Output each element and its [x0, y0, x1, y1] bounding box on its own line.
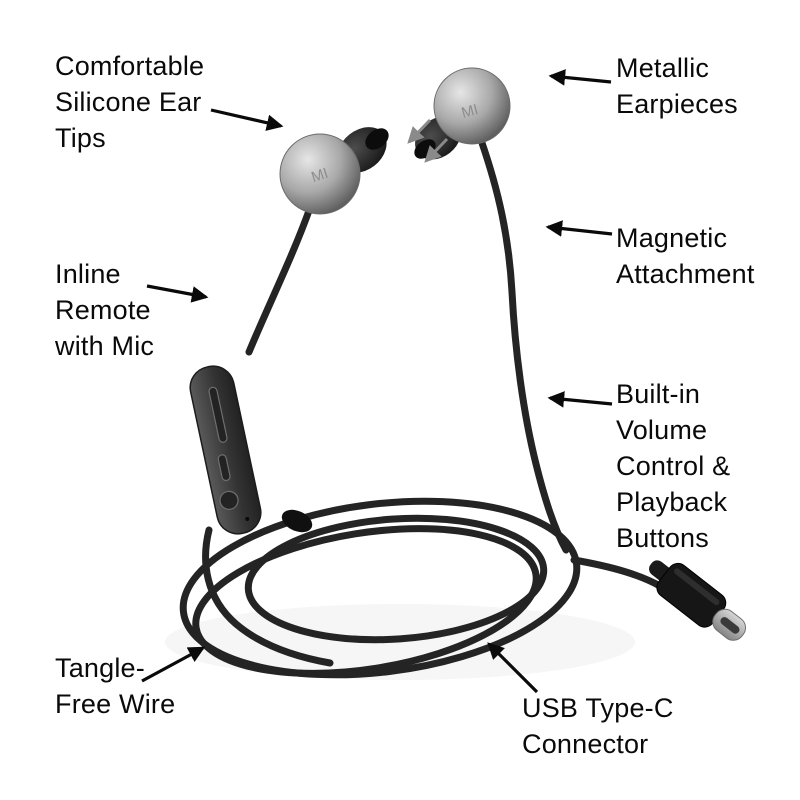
magnet-hint-arrows: [407, 118, 449, 163]
cable-bead: [281, 509, 313, 533]
mic-hole: [245, 516, 250, 521]
earbud-body-left: [279, 133, 361, 215]
wire-left-upper: [245, 204, 314, 356]
label-magnetic-attachment: Magnetic Attachment: [616, 223, 755, 289]
arrow-tangle: [141, 646, 206, 683]
silicone-nub-left: [365, 128, 389, 150]
arrow-metallic: [548, 69, 612, 86]
label-metallic-earpieces: Metallic Earpieces: [616, 53, 738, 119]
arrow-volume: [547, 391, 613, 408]
earphone-wires: [179, 136, 664, 679]
earbud-body-right: [433, 67, 511, 145]
arrow-remote: [146, 284, 209, 303]
arrow-ear-tips: [210, 108, 284, 131]
wire-to-usb: [570, 556, 664, 590]
label-inline-remote: Inline Remote with Mic: [55, 259, 155, 361]
usb-tip-slot: [720, 617, 740, 634]
brand-logo-right: MI: [460, 101, 481, 122]
wire-left-lower: [202, 526, 334, 667]
brand-logo-left: MI: [309, 165, 330, 186]
inline-remote: [189, 365, 262, 535]
label-usb-type-c: USB Type-C Connector: [522, 693, 674, 759]
arrow-usb: [487, 642, 539, 694]
volume-rocker: [208, 386, 228, 443]
label-volume-control: Built-in Volume Control & Playback Butto…: [616, 379, 731, 553]
usb-connector: [649, 560, 747, 641]
wire-right: [477, 136, 570, 554]
label-silicone-ear-tips: Comfortable Silicone Ear Tips: [55, 51, 205, 153]
earbud-left: MI: [279, 127, 389, 215]
playback-button: [217, 454, 231, 482]
callout-arrows: [141, 69, 613, 694]
multifunction-button: [219, 490, 239, 510]
label-tangle-free-wire: Tangle-Free Wire: [55, 653, 176, 719]
earbud-right: MI: [414, 67, 511, 160]
arrow-magnetic: [545, 220, 613, 237]
